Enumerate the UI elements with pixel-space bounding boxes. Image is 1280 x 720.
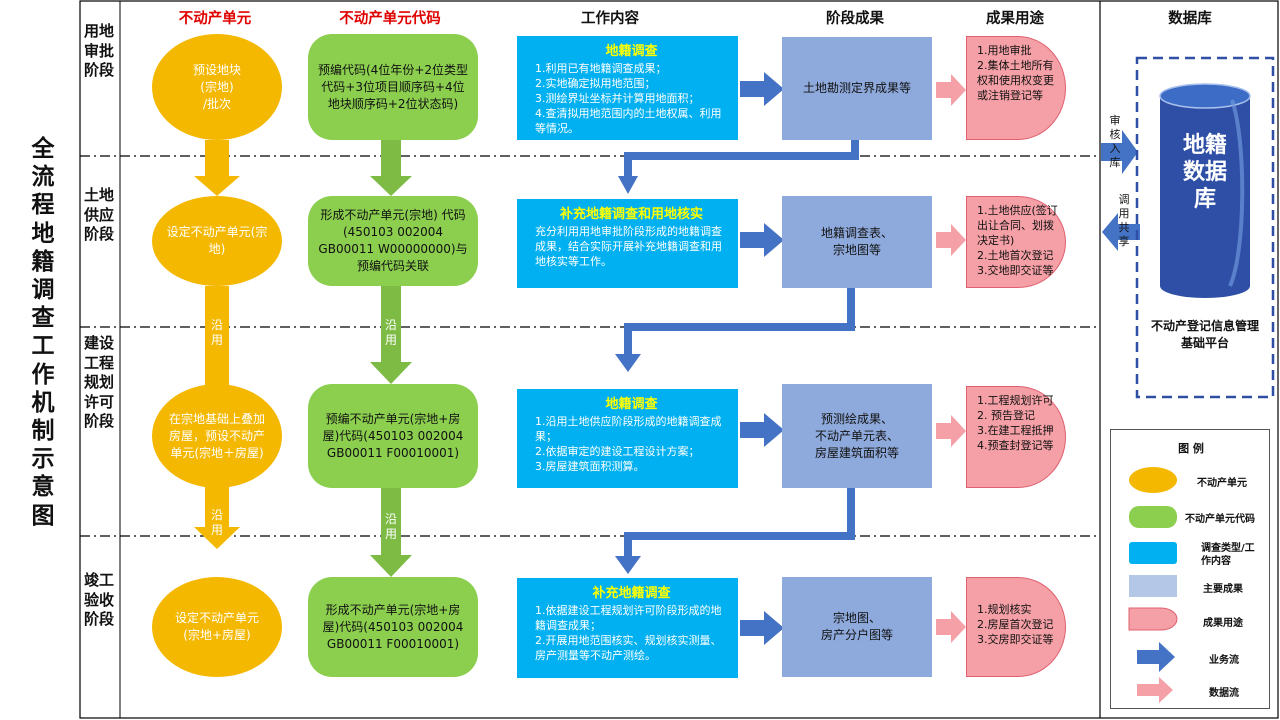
db-cylinder	[1159, 83, 1251, 298]
usage-node-acceptance: 1.规划核实 2.房屋首次登记 3.交房即交证等	[966, 577, 1066, 677]
result-node-approval: 土地勘测定界成果等	[782, 37, 932, 140]
code-node-approval: 预编代码(4位年份+2位类型代码+3位项目顺序码+4位地块顺序码+2位状态码)	[308, 34, 478, 140]
legend-swatches	[1128, 467, 1178, 703]
code-node-planning-text: 预编不动产单元(宗地+房屋)代码(450103 002004 GB00011 F…	[322, 411, 464, 460]
db-in-label: 审核入库	[1109, 114, 1121, 169]
along-label-unit-1: 沿用	[210, 318, 223, 347]
diagram-title: 全流程地籍调查工作机制示意图	[31, 136, 55, 529]
code-node-acceptance-text: 形成不动产单元(宗地+房屋)代码(450103 002004 GB00011 F…	[322, 602, 464, 651]
result-text-planning: 预测绘成果、 不动产单元表、 房屋建筑面积等	[814, 411, 899, 460]
legend: 图 例 不动产单元 不动产单元代码 调查类型/工作内容 主要成果 成果用途 业务…	[1110, 429, 1270, 709]
legend-item-business-flow: 业务流	[1209, 655, 1239, 666]
along-label-code-2: 沿用	[384, 512, 397, 541]
legend-item-result: 主要成果	[1203, 584, 1243, 595]
header-db: 数据库	[1168, 11, 1212, 27]
phase-label-planning: 建设工程规划许可阶段	[84, 334, 115, 430]
legend-title: 图 例	[1178, 442, 1204, 455]
result-to-usage-arrows	[936, 74, 966, 643]
code-node-supply: 形成不动产单元(宗地) 代码(450103 002004 GB00011 W00…	[308, 196, 478, 286]
header-usage: 成果用途	[986, 11, 1044, 27]
phase-label-approval: 用地审批阶段	[84, 22, 115, 79]
unit-node-supply-text: 设定不动产单元(宗地)	[166, 225, 268, 256]
usage-node-supply: 1.土地供应(签订出让合同、划拨决定书) 2.土地首次登记 3.交地即交证等	[966, 196, 1066, 288]
unit-node-approval: 预设地块 (宗地) /批次	[152, 34, 282, 140]
result-node-planning: 预测绘成果、 不动产单元表、 房屋建筑面积等	[782, 384, 932, 488]
unit-node-acceptance: 设定不动产单元 (宗地+房屋)	[152, 577, 282, 677]
work-text-supply: 充分利用用地审批阶段形成的地籍调查成果，结合实际开展补充地籍调查和用地核实等工作…	[535, 225, 722, 268]
usage-text-supply: 1.土地供应(签订出让合同、划拨决定书) 2.土地首次登记 3.交地即交证等	[977, 204, 1058, 277]
db-out-arrow	[1102, 213, 1140, 251]
unit-node-planning-text: 在宗地基础上叠加房屋，预设不动产单元(宗地＋房屋)	[168, 411, 265, 460]
along-label-code-1: 沿用	[384, 318, 397, 347]
db-platform: 不动产登记信息管理基础平台	[1150, 319, 1259, 350]
code-node-approval-text: 预编代码(4位年份+2位类型代码+3位项目顺序码+4位地块顺序码+2位状态码)	[318, 62, 469, 111]
work-title-supply: 补充地籍调查和用地核实	[559, 207, 703, 222]
code-down-arrows	[370, 140, 412, 577]
legend-item-usage: 成果用途	[1203, 618, 1243, 629]
along-label-unit-2: 沿用	[210, 508, 223, 537]
unit-node-acceptance-text: 设定不动产单元 (宗地+房屋)	[174, 611, 259, 642]
legend-item-unit: 不动产单元	[1197, 478, 1247, 489]
db-frame	[1135, 56, 1275, 399]
work-text-approval: 1.利用已有地籍调查成果； 2.实地确定拟用地范围； 3.测绘界址坐标并计算用地…	[535, 62, 722, 135]
work-text-planning: 1.沿用土地供应阶段形成的地籍调查成果； 2.依据审定的建设工程设计方案； 3.…	[535, 415, 722, 473]
result-node-acceptance: 宗地图、 房产分户图等	[782, 577, 932, 677]
work-node-acceptance: 补充地籍调查 1.依据建设工程规划许可阶段形成的地籍调查成果； 2.开展用地范围…	[517, 578, 738, 678]
work-title-planning: 地籍调查	[605, 397, 658, 412]
usage-text-acceptance: 1.规划核实 2.房屋首次登记 3.交房即交证等	[977, 603, 1054, 646]
work-text-acceptance: 1.依据建设工程规划许可阶段形成的地籍调查成果； 2.开展用地范围核实、规划核实…	[535, 604, 722, 662]
code-node-acceptance: 形成不动产单元(宗地+房屋)代码(450103 002004 GB00011 F…	[308, 577, 478, 677]
header-unit: 不动产单元	[178, 11, 252, 27]
result-text-approval: 土地勘测定界成果等	[802, 81, 911, 95]
usage-text-approval: 1.用地审批 2.集体土地所有权和使用权变更或注销登记等	[977, 44, 1054, 102]
work-title-acceptance: 补充地籍调查	[592, 586, 671, 601]
phase-connectors	[624, 140, 859, 558]
legend-item-work: 调查类型/工作内容	[1201, 543, 1255, 567]
work-node-supply: 补充地籍调查和用地核实 充分利用用地审批阶段形成的地籍调查成果，结合实际开展补充…	[517, 199, 738, 288]
work-to-result-arrows	[740, 72, 784, 645]
unit-node-planning: 在宗地基础上叠加房屋，预设不动产单元(宗地＋房屋)	[152, 384, 282, 488]
header-code: 不动产单元代码	[339, 11, 441, 27]
legend-item-data-flow: 数据流	[1209, 688, 1239, 699]
unit-node-approval-text: 预设地块 (宗地) /批次	[192, 62, 241, 111]
db-name: 地籍数据库	[1182, 133, 1227, 212]
header-result: 阶段成果	[826, 11, 884, 27]
work-node-approval: 地籍调查 1.利用已有地籍调查成果； 2.实地确定拟用地范围； 3.测绘界址坐标…	[517, 36, 738, 140]
usage-text-planning: 1.工程规划许可 2. 预告登记 3.在建工程抵押 4.预查封登记等	[977, 394, 1054, 452]
code-node-planning: 预编不动产单元(宗地+房屋)代码(450103 002004 GB00011 F…	[308, 384, 478, 488]
phase-label-acceptance: 竣工验收阶段	[84, 571, 115, 628]
usage-node-planning: 1.工程规划许可 2. 预告登记 3.在建工程抵押 4.预查封登记等	[966, 386, 1066, 488]
result-node-supply: 地籍调查表、 宗地图等	[782, 196, 932, 288]
db-out-label: 调用共享	[1118, 193, 1130, 248]
result-text-supply: 地籍调查表、 宗地图等	[820, 226, 893, 257]
phase-label-supply: 土地供应阶段	[84, 186, 115, 243]
usage-node-approval: 1.用地审批 2.集体土地所有权和使用权变更或注销登记等	[966, 36, 1066, 140]
result-text-acceptance: 宗地图、 房产分户图等	[820, 611, 893, 642]
header-work: 工作内容	[581, 11, 639, 27]
legend-item-code: 不动产单元代码	[1185, 514, 1255, 525]
db-in-arrow	[1101, 130, 1138, 174]
work-node-planning: 地籍调查 1.沿用土地供应阶段形成的地籍调查成果； 2.依据审定的建设工程设计方…	[517, 389, 738, 488]
work-title-approval: 地籍调查	[605, 44, 658, 59]
code-node-supply-text: 形成不动产单元(宗地) 代码(450103 002004 GB00011 W00…	[318, 208, 468, 273]
unit-node-supply: 设定不动产单元(宗地)	[152, 196, 282, 286]
